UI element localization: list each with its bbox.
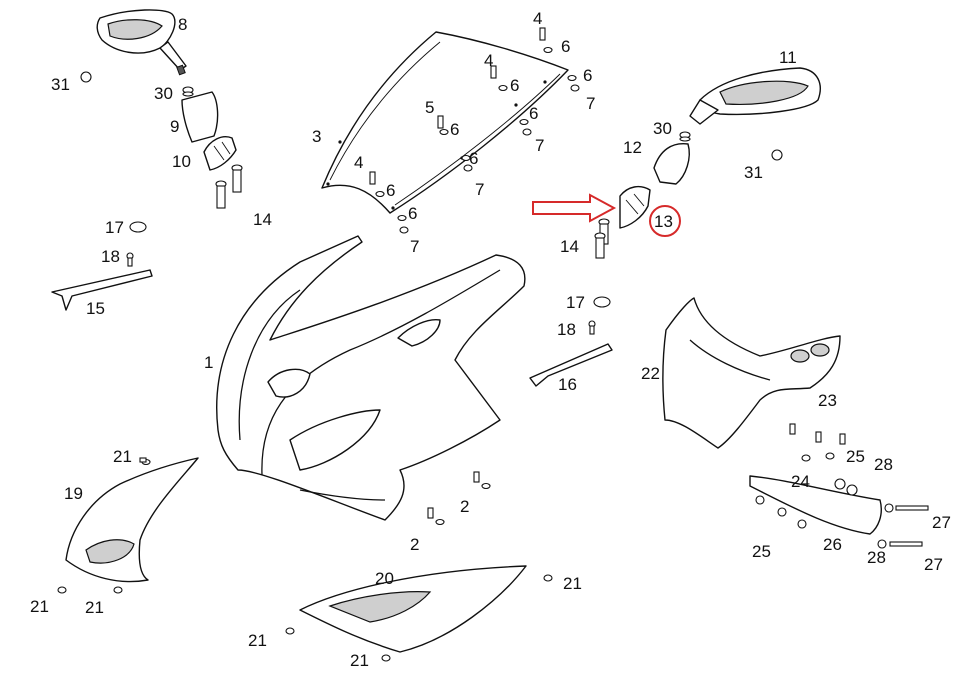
label-21f: 21 <box>350 651 369 670</box>
label-6g: 6 <box>386 181 395 200</box>
left-mirror-hardware <box>80 71 194 97</box>
label-16: 16 <box>558 375 577 394</box>
left-side-bracket-hardware <box>126 221 147 267</box>
left-side-bracket-part[interactable] <box>51 269 153 311</box>
right-mirror-bolts <box>594 218 610 259</box>
left-mirror-gasket-part[interactable] <box>181 91 219 143</box>
label-28b: 28 <box>867 548 886 567</box>
label-7a: 7 <box>586 94 595 113</box>
belly-panel-screws <box>285 574 553 662</box>
right-mirror-part[interactable] <box>689 67 821 125</box>
label-9: 9 <box>170 117 179 136</box>
label-21e: 21 <box>248 631 267 650</box>
left-mirror-bracket-part[interactable] <box>203 136 237 171</box>
label-1: 1 <box>204 353 213 372</box>
right-mirror-bracket-part[interactable] <box>619 185 651 229</box>
label-14b: 14 <box>560 237 579 256</box>
label-17b: 17 <box>566 293 585 312</box>
label-20: 20 <box>375 569 394 588</box>
label-11: 11 <box>779 48 797 67</box>
highlight-circle <box>649 205 681 237</box>
right-side-bracket-hardware <box>588 296 611 335</box>
inner-duct-part[interactable] <box>662 297 841 449</box>
label-25b: 25 <box>752 542 771 561</box>
label-5: 5 <box>425 98 434 117</box>
label-31b: 31 <box>744 163 763 182</box>
label-21c: 21 <box>85 598 104 617</box>
label-3: 3 <box>312 127 321 146</box>
label-24: 24 <box>791 472 810 491</box>
windscreen-part[interactable] <box>321 31 569 214</box>
label-18b: 18 <box>557 320 576 339</box>
fairing-screws <box>427 471 491 526</box>
left-mirror-part[interactable] <box>96 9 187 76</box>
left-mirror-bolts <box>215 164 243 209</box>
label-28a: 28 <box>874 455 893 474</box>
label-6d: 6 <box>529 104 538 123</box>
highlight-arrow <box>532 193 617 223</box>
label-26: 26 <box>823 535 842 554</box>
callout-labels: 1 2 2 3 4 4 4 5 6 6 6 6 6 6 6 6 7 7 7 7 … <box>30 9 951 670</box>
label-2b: 2 <box>410 535 419 554</box>
label-25a: 25 <box>846 447 865 466</box>
label-23: 23 <box>818 391 837 410</box>
label-6h: 6 <box>408 204 417 223</box>
label-6e: 6 <box>450 120 459 139</box>
label-31a: 31 <box>51 75 70 94</box>
belly-panel-part[interactable] <box>299 565 527 653</box>
label-10: 10 <box>172 152 191 171</box>
support-bracket-part[interactable] <box>749 475 882 535</box>
upper-fairing-part[interactable] <box>216 235 526 521</box>
label-6c: 6 <box>510 76 519 95</box>
left-lower-panel-screws <box>57 457 151 594</box>
label-6f: 6 <box>469 149 478 168</box>
label-21b: 21 <box>30 597 49 616</box>
label-6b: 6 <box>583 66 592 85</box>
label-8: 8 <box>178 15 187 34</box>
label-2a: 2 <box>460 497 469 516</box>
label-14a: 14 <box>253 210 272 229</box>
label-21a: 21 <box>113 447 132 466</box>
label-4b: 4 <box>484 51 493 70</box>
right-mirror-hardware <box>679 131 783 161</box>
left-lower-panel-part[interactable] <box>65 457 199 583</box>
label-30a: 30 <box>154 84 173 103</box>
label-30b: 30 <box>653 119 672 138</box>
label-13: 13 <box>654 212 673 231</box>
label-27a: 27 <box>932 513 951 532</box>
label-27b: 27 <box>924 555 943 574</box>
label-12: 12 <box>623 138 642 157</box>
support-bracket-hardware <box>789 423 929 549</box>
label-4c: 4 <box>354 153 363 172</box>
label-6a: 6 <box>561 37 570 56</box>
label-17a: 17 <box>105 218 124 237</box>
label-4a: 4 <box>533 9 542 28</box>
label-22: 22 <box>641 364 660 383</box>
label-7c: 7 <box>475 180 484 199</box>
label-19: 19 <box>64 484 83 503</box>
right-side-bracket-part[interactable] <box>529 343 613 387</box>
label-18a: 18 <box>101 247 120 266</box>
right-mirror-gasket-part[interactable] <box>653 143 690 185</box>
label-7d: 7 <box>410 237 419 256</box>
label-21d: 21 <box>563 574 582 593</box>
label-15: 15 <box>86 299 105 318</box>
label-7b: 7 <box>535 136 544 155</box>
windscreen-hardware <box>369 27 580 234</box>
